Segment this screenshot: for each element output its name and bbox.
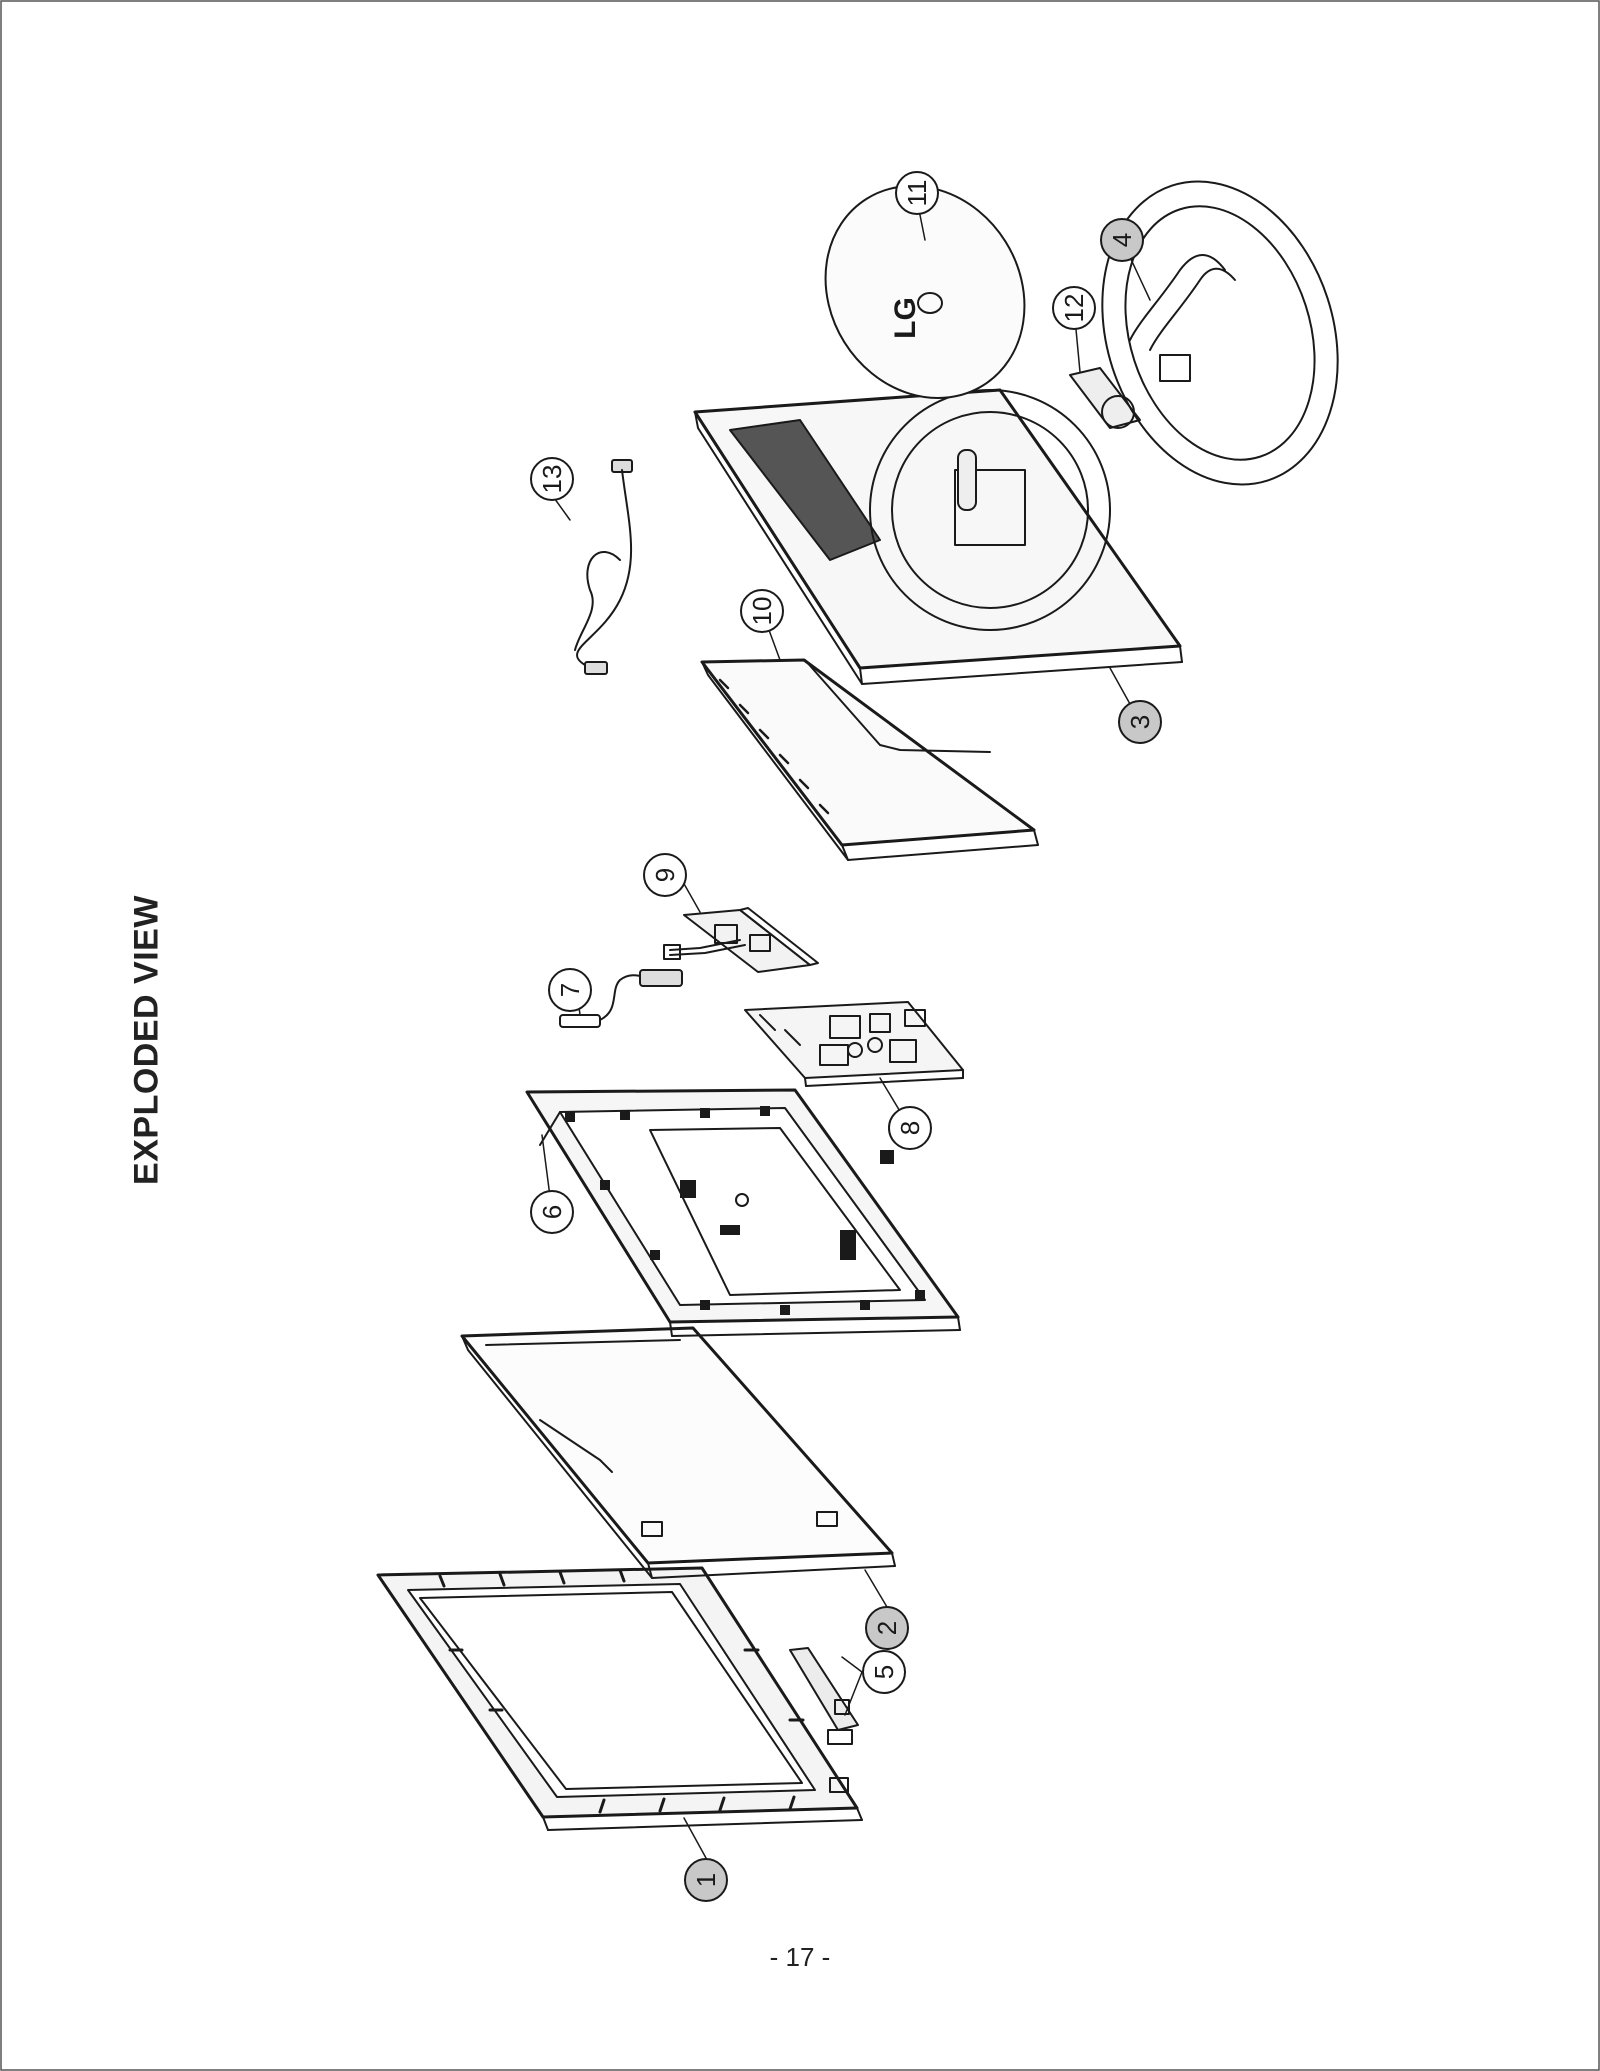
- part-lcd-panel: [460, 1326, 896, 1579]
- page-number: - 17 -: [769, 1942, 831, 1972]
- callout-label: 7: [555, 983, 585, 997]
- callout-circle: [740, 589, 784, 633]
- callout-label: 6: [537, 1205, 567, 1219]
- callout-circle: [888, 1106, 932, 1150]
- callout-circle: [1052, 286, 1096, 330]
- part-main-frame: [525, 1088, 961, 1337]
- callout-circle: [548, 968, 592, 1012]
- callout-label: 11: [902, 180, 932, 207]
- part-signal-cable: [574, 459, 633, 675]
- callout-6: 6: [530, 1190, 574, 1234]
- callout-10: 10: [740, 589, 784, 633]
- part-stand-cover: [824, 184, 1026, 400]
- callout-2: 2: [865, 1606, 909, 1650]
- callout-circle: [643, 853, 687, 897]
- callout-label: 1: [691, 1873, 721, 1887]
- part-main-board-bracket: [663, 907, 819, 973]
- callout-label: 9: [650, 868, 680, 882]
- callout-label: 13: [537, 465, 567, 494]
- part-control-board: [789, 1647, 859, 1745]
- callout-5: 5: [862, 1650, 906, 1694]
- callout-12: 12: [1052, 286, 1096, 330]
- callout-circle: [684, 1858, 728, 1902]
- callout-label: 2: [872, 1621, 902, 1635]
- callout-label: 5: [869, 1665, 899, 1679]
- callout-1: 1: [684, 1858, 728, 1902]
- part-hinge: [1069, 367, 1141, 429]
- part-rear-shield: [700, 658, 1039, 861]
- callout-label: 3: [1125, 715, 1155, 729]
- callout-circle: [530, 1190, 574, 1234]
- callout-label: 10: [747, 597, 777, 626]
- callout-circle: [1100, 218, 1144, 262]
- callout-13: 13: [530, 457, 574, 501]
- lg-logo-icon: LG: [889, 297, 922, 339]
- callout-9: 9: [643, 853, 687, 897]
- callout-7: 7: [548, 968, 592, 1012]
- part-lvds-cable: [559, 969, 683, 1028]
- part-power-board: [744, 1001, 964, 1087]
- part-back-cover: [693, 388, 1183, 685]
- callout-3: 3: [1118, 700, 1162, 744]
- callout-11: 11: [895, 171, 939, 215]
- part-stand: [1101, 180, 1339, 486]
- callout-circle: [530, 457, 574, 501]
- callout-circle: [865, 1606, 909, 1650]
- callout-label: 12: [1059, 294, 1089, 323]
- part-front-bezel: [376, 1566, 863, 1831]
- callout-label: 4: [1107, 233, 1137, 247]
- callout-label: 8: [895, 1121, 925, 1135]
- callout-circle: [862, 1650, 906, 1694]
- callout-circle: [1118, 700, 1162, 744]
- callout-8: 8: [888, 1106, 932, 1150]
- callout-4: 4: [1100, 218, 1144, 262]
- callout-circle: [895, 171, 939, 215]
